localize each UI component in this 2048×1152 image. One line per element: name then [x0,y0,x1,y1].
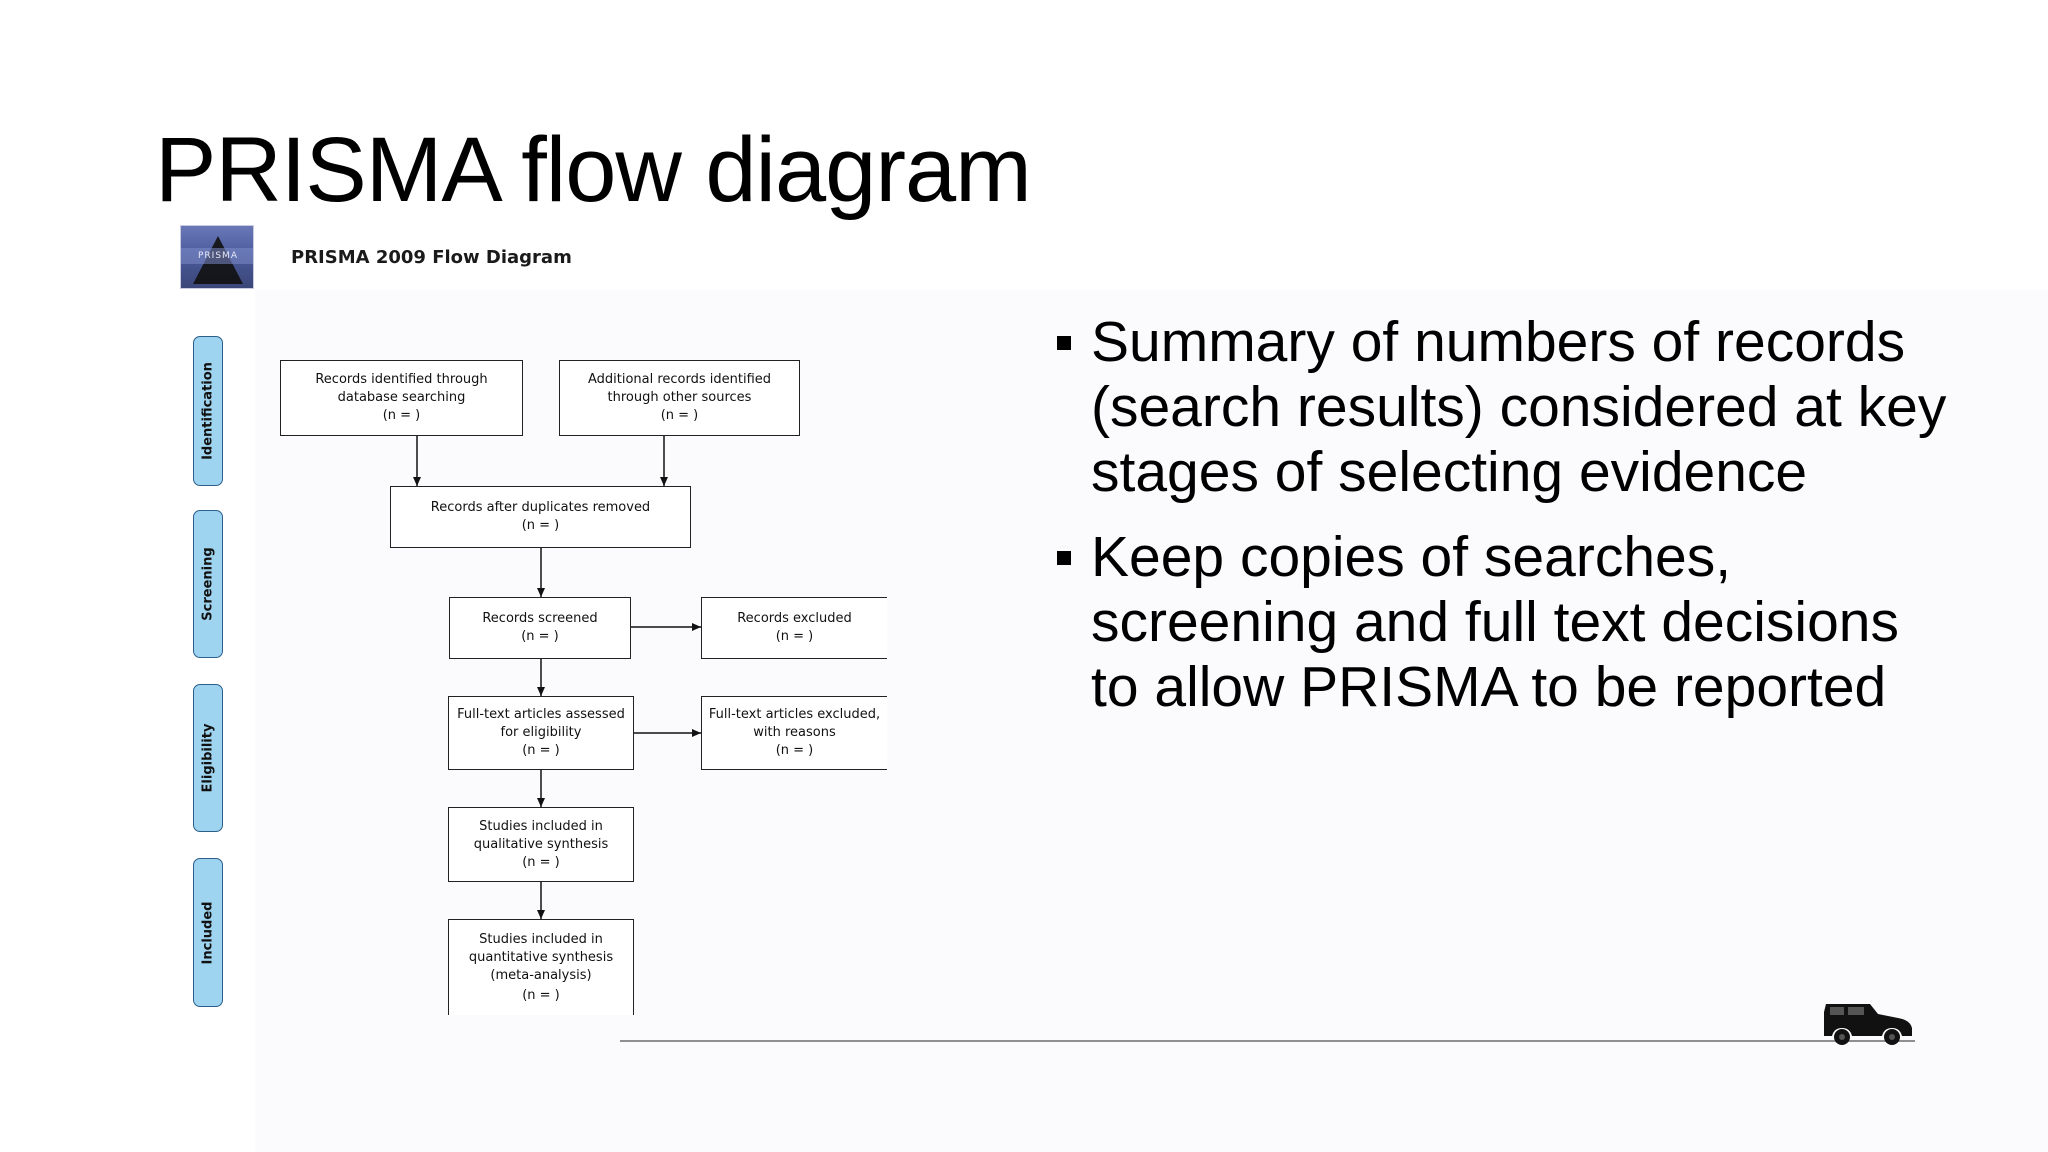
phase-identification: Identification [193,336,223,486]
phase-included: Included [193,858,223,1007]
logo-text: PRISMA [198,251,238,261]
box-qualitative-synthesis: Studies included in qualitative synthesi… [448,807,634,882]
box-line: for eligibility [500,725,582,740]
box-line: Records identified through [315,372,488,387]
box-count: (n = ) [660,408,699,423]
box-count: (n = ) [522,854,560,870]
box-line: with reasons [753,725,836,740]
box-line: database searching [337,390,466,405]
box-count: (n = ) [775,743,814,758]
flow-diagram-header: PRISMA 2009 Flow Diagram [291,247,572,268]
prisma-triangle-icon [181,236,253,284]
box-fulltext-assessed: Full-text articles assessed for eligibil… [448,696,634,770]
box-line: Studies included in [479,932,603,947]
box-count: (n = ) [521,518,560,533]
box-line: Records excluded [737,611,852,626]
square-bullet-icon [1057,336,1071,350]
box-line: qualitative synthesis [473,836,609,852]
slide-title: PRISMA flow diagram [155,119,1032,221]
bullet-item: Summary of numbers of records (search re… [1055,310,1955,505]
box-line: quantitative synthesis [468,950,614,965]
box-records-excluded: Records excluded (n = ) [701,597,887,659]
box-count: (n = ) [382,408,421,423]
box-line: Records screened [482,611,598,626]
prisma-logo: PRISMA [180,225,254,289]
box-line: Records after duplicates removed [430,500,651,515]
box-after-duplicates: Records after duplicates removed (n = ) [390,486,691,548]
box-fulltext-excluded: Full-text articles excluded, with reason… [701,696,887,770]
box-count: (n = ) [775,629,814,644]
box-line: Additional records identified [587,372,772,387]
box-line: Studies included in [479,818,603,834]
car-icon [1824,1004,1912,1045]
box-line: Full-text articles assessed [457,707,625,722]
box-database-searching: Records identified through database sear… [280,360,523,436]
box-other-sources: Additional records identified through ot… [559,360,800,436]
footer-divider [620,1040,1915,1042]
bullet-text: Keep copies of searches, screening and f… [1091,525,1899,719]
box-line: Full-text articles excluded, [708,707,881,722]
phase-eligibility: Eligibility [193,684,223,832]
square-bullet-icon [1057,551,1071,565]
box-line: through other sources [607,390,752,405]
box-line: (meta-analysis) [490,968,592,983]
phase-screening: Screening [193,510,223,658]
box-count: (n = ) [522,743,560,758]
box-count: (n = ) [522,988,560,1003]
box-records-screened: Records screened (n = ) [449,597,631,659]
bullet-item: Keep copies of searches, screening and f… [1055,525,1955,720]
bullet-text: Summary of numbers of records (search re… [1091,310,1947,504]
bullet-list: Summary of numbers of records (search re… [1055,310,1955,740]
box-quantitative-synthesis: Studies included in quantitative synthes… [448,919,634,1015]
box-count: (n = ) [521,629,559,644]
